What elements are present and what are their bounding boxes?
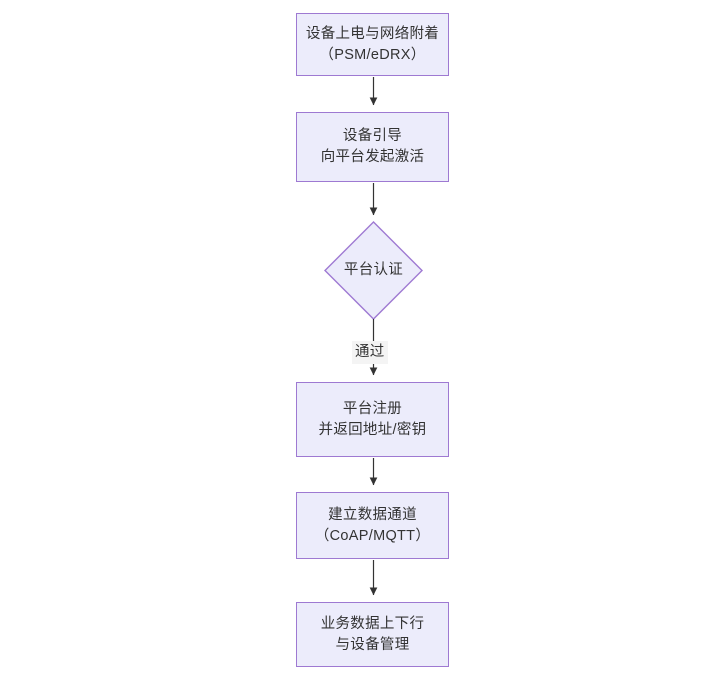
node-platform-auth-shape bbox=[324, 221, 423, 320]
node-business-data-line2: 与设备管理 bbox=[335, 636, 410, 653]
node-platform-register[interactable]: 平台注册 并返回地址/密钥 bbox=[296, 382, 449, 457]
edge-label-pass: 通过 bbox=[352, 341, 388, 364]
node-data-channel-line2: （CoAP/MQTT） bbox=[314, 527, 431, 544]
node-platform-register-line1: 平台注册 bbox=[342, 400, 403, 417]
node-power-on[interactable]: 设备上电与网络附着 （PSM/eDRX） bbox=[296, 13, 449, 76]
node-business-data[interactable]: 业务数据上下行 与设备管理 bbox=[296, 602, 449, 667]
node-power-on-line2: （PSM/eDRX） bbox=[319, 46, 426, 63]
node-bootstrap[interactable]: 设备引导 向平台发起激活 bbox=[296, 112, 449, 182]
node-bootstrap-line1: 设备引导 bbox=[342, 128, 403, 144]
node-platform-register-line2: 并返回地址/密钥 bbox=[318, 421, 427, 438]
edge-label-pass-text: 通过 bbox=[355, 344, 385, 360]
node-data-channel[interactable]: 建立数据通道 （CoAP/MQTT） bbox=[296, 492, 449, 559]
node-data-channel-line1: 建立数据通道 bbox=[328, 506, 417, 523]
node-bootstrap-line2: 向平台发起激活 bbox=[320, 149, 425, 165]
node-power-on-line1: 设备上电与网络附着 bbox=[305, 25, 440, 42]
node-business-data-line1: 业务数据上下行 bbox=[320, 615, 425, 632]
